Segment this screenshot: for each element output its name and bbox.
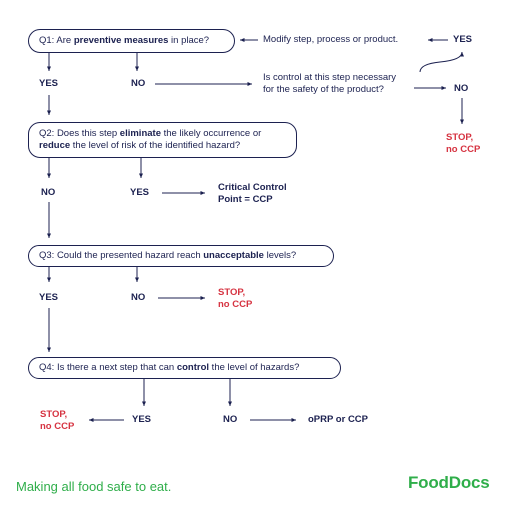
q4-no: NO (223, 414, 238, 425)
q1-no: NO (131, 78, 146, 89)
modify-text: Modify step, process or product. (263, 34, 399, 45)
ccp-result: Critical Control Point = CCP (218, 182, 287, 205)
q4-stop: STOP, no CCP (40, 409, 75, 432)
q3-no: NO (131, 292, 146, 303)
control-no: NO (454, 83, 469, 94)
q1-modify-yes: YES (453, 34, 473, 45)
q2-no: NO (41, 187, 56, 198)
q4-text: Q4: Is there a next step that can contro… (39, 362, 300, 373)
q1-yes: YES (39, 78, 59, 89)
q3-box: Q3: Could the presented hazard reach una… (28, 245, 334, 267)
control-stop: STOP, no CCP (446, 132, 481, 155)
q3-text: Q3: Could the presented hazard reach una… (39, 250, 297, 261)
q3-yes: YES (39, 292, 59, 303)
q1-text: Q1: Are preventive measures in place? (39, 35, 210, 46)
q1-box: Q1: Are preventive measures in place? (28, 29, 235, 53)
q2-yes: YES (130, 187, 150, 198)
fooddocs-logo: FoodDocs (408, 473, 490, 492)
q2-box: Q2: Does this step eliminate the likely … (28, 122, 297, 158)
q3-stop: STOP, no CCP (218, 287, 253, 310)
tagline: Making all food safe to eat. (16, 479, 172, 494)
oprp-result: oPRP or CCP (308, 414, 369, 425)
q2-text: Q2: Does this step eliminate the likely … (39, 128, 262, 151)
q4-yes: YES (132, 414, 152, 425)
control-question: Is control at this step necessary for th… (263, 72, 397, 95)
q4-box: Q4: Is there a next step that can contro… (28, 357, 341, 379)
